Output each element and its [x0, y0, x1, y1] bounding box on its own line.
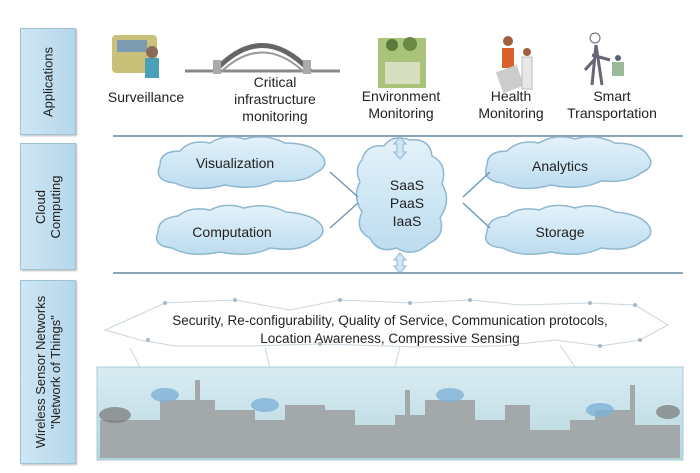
divider-top — [113, 135, 683, 137]
label-visualization: Visualization — [195, 155, 275, 171]
label-computation: Computation — [192, 224, 272, 240]
wsn-features: Security, Re-configurability, Quality of… — [172, 313, 608, 346]
cloud-visualization — [157, 136, 326, 190]
layer-applications: Applications — [20, 28, 76, 135]
vertical-double-arrows — [392, 136, 408, 274]
bridge-icon — [185, 43, 340, 74]
surveillance-icon — [112, 35, 159, 78]
label-analytics: Analytics — [531, 158, 589, 174]
label-saas: SaaS — [389, 177, 425, 193]
divider-bottom — [113, 272, 683, 274]
city-skyline — [96, 366, 684, 461]
layer-wsn: Wireless Sensor Networks"Network of Thin… — [20, 280, 76, 464]
label-iaas: IaaS — [392, 213, 422, 229]
connection-arrows — [329, 171, 491, 229]
cloud-analytics — [485, 136, 652, 190]
layer-cloud-computing: Cloud Computing — [20, 143, 76, 270]
cloud-computation — [155, 204, 324, 255]
sensor-mesh — [103, 299, 670, 368]
sensor-nodes — [146, 298, 642, 348]
environment-icon — [378, 37, 426, 88]
transport-icon — [583, 32, 624, 86]
health-icon — [495, 36, 533, 94]
app-label-surveillance: Surveillance — [107, 89, 185, 105]
label-paas: PaaS — [389, 195, 425, 211]
cloud-services — [355, 137, 448, 253]
cloud-storage — [485, 204, 652, 255]
label-storage: Storage — [535, 224, 585, 240]
